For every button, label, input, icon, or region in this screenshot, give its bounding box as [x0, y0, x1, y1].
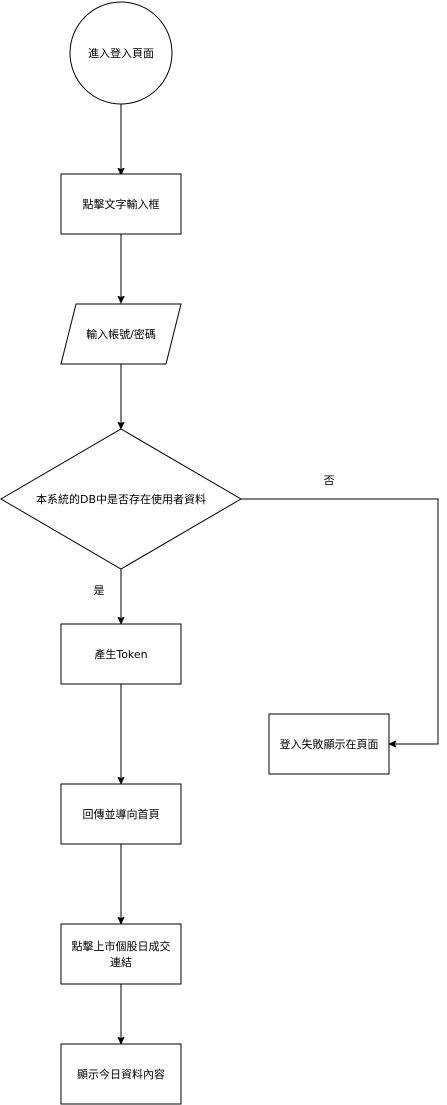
edge-label-yes: 是	[94, 584, 105, 597]
edge-check-db-to-login-failed	[241, 498, 439, 744]
edge-label-no: 否	[324, 474, 335, 487]
click-link-node-label-line-2: 連結	[110, 955, 132, 969]
show-data-node: 顯示今日資料內容	[60, 1043, 182, 1105]
check-db-node-label: 本系統的DB中是否存在使用者資料	[36, 492, 206, 506]
click-link-node: 點擊上市個股日成交 連結	[60, 923, 182, 985]
edges-layer: 是 否	[94, 104, 439, 1044]
login-failed-node: 登入失敗顯示在頁面	[268, 713, 390, 775]
nodes-layer: 進入登入頁面 點擊文字輸入框 輸入帳號/密碼 本系統的DB中是否存在使用者資料 …	[0, 1, 390, 1105]
login-failed-node-label: 登入失敗顯示在頁面	[280, 737, 379, 751]
click-input-node-label: 點擊文字輸入框	[83, 197, 160, 211]
return-home-node-label: 回傳並導向首頁	[83, 807, 160, 821]
return-home-node: 回傳並導向首頁	[60, 783, 182, 845]
enter-credentials-node-label: 輸入帳號/密碼	[86, 327, 156, 341]
enter-credentials-node: 輸入帳號/密碼	[60, 303, 182, 365]
gen-token-node: 產生Token	[60, 623, 182, 685]
click-input-node: 點擊文字輸入框	[60, 173, 182, 235]
gen-token-node-label: 產生Token	[94, 647, 147, 661]
start-node-label: 進入登入頁面	[88, 46, 154, 60]
click-link-node-label-line-1: 點擊上市個股日成交	[72, 939, 171, 953]
check-db-node: 本系統的DB中是否存在使用者資料	[0, 428, 242, 570]
show-data-node-label: 顯示今日資料內容	[77, 1067, 165, 1081]
start-node: 進入登入頁面	[69, 1, 173, 105]
